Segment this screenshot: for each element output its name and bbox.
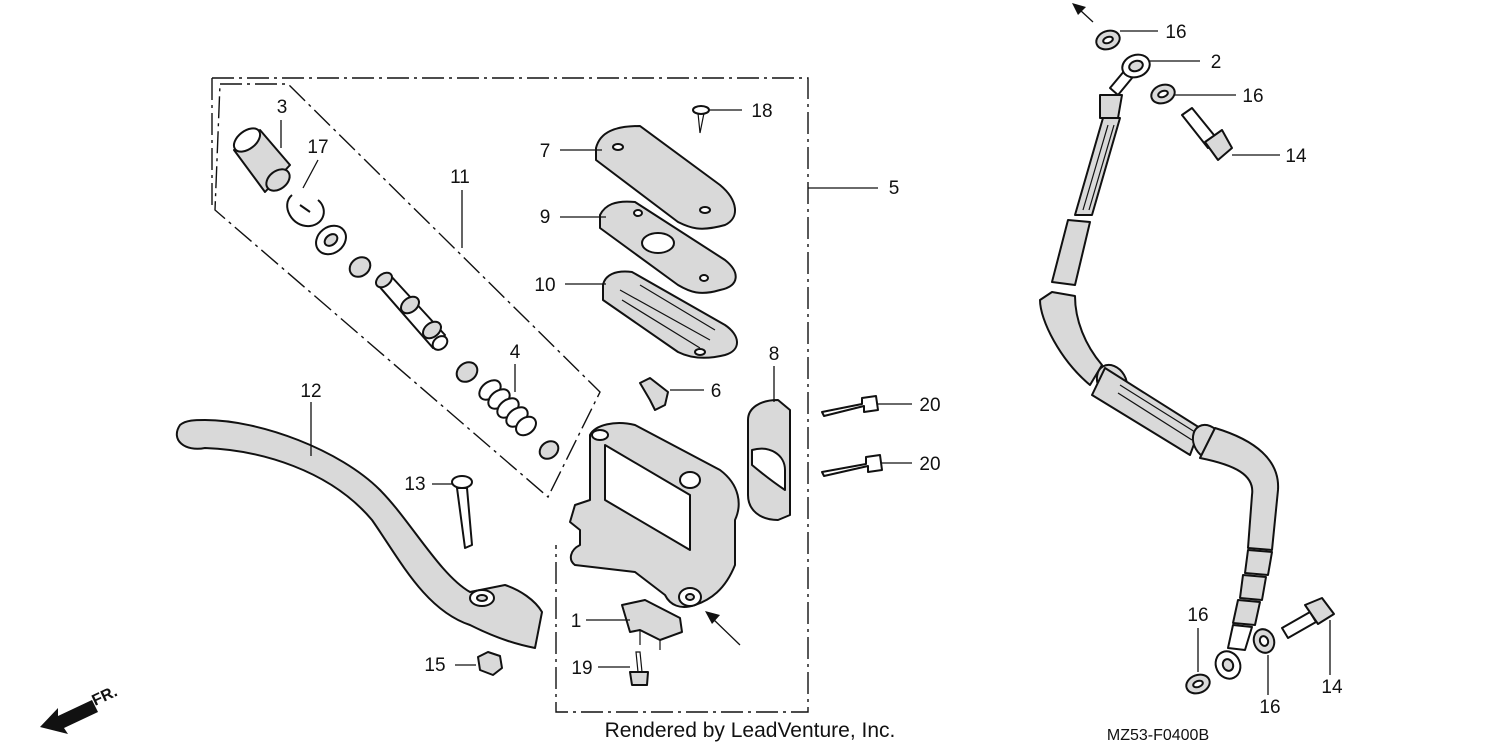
callout-16-lower-left: 16	[1187, 605, 1208, 626]
part-washer-lower-left	[1185, 673, 1211, 695]
callout-14-upper: 14	[1285, 146, 1307, 167]
part-cup-2	[455, 361, 479, 383]
callout-20-upper: 20	[919, 395, 940, 416]
callout-16-top: 16	[1165, 22, 1186, 43]
part-banjo-bolt-lower	[1281, 597, 1335, 639]
part-bolt-nut-2	[1121, 53, 1151, 79]
callout-10: 10	[534, 275, 555, 296]
part-pivot-bolt	[451, 475, 473, 549]
assembly-boundary	[211, 77, 809, 713]
part-clip	[639, 377, 669, 411]
part-end-cap	[538, 440, 560, 460]
part-plate	[599, 200, 737, 294]
part-diaphragm	[602, 270, 738, 359]
part-switch-screw	[629, 651, 649, 686]
part-washer-top	[1095, 29, 1121, 51]
callout-8: 8	[769, 344, 780, 365]
callout-4: 4	[510, 342, 521, 363]
part-screw	[692, 105, 710, 134]
callout-19: 19	[571, 658, 592, 679]
callout-20-lower: 20	[919, 454, 940, 475]
callout-16-upper-right: 16	[1242, 86, 1263, 107]
part-holder	[747, 399, 791, 521]
diagram-code: MZ53-F0400B	[1107, 727, 1209, 744]
callout-17: 17	[307, 137, 328, 158]
leader-lines	[280, 30, 1331, 695]
part-circlip	[286, 194, 325, 228]
install-arrow-top-icon	[1072, 3, 1094, 23]
part-nut	[477, 651, 503, 676]
part-brake-lever	[175, 419, 543, 649]
part-cup	[348, 256, 372, 278]
callout-3: 3	[277, 97, 288, 118]
part-banjo-bolt-upper	[1181, 107, 1233, 161]
front-arrow-icon	[40, 700, 98, 734]
callout-6: 6	[711, 381, 722, 402]
part-bolt-lower	[821, 454, 883, 477]
callout-14-lower: 14	[1321, 677, 1343, 698]
callout-11: 11	[450, 167, 470, 188]
part-boot	[232, 127, 291, 193]
part-spring	[478, 379, 537, 437]
callout-9: 9	[540, 207, 551, 228]
part-master-cylinder	[569, 422, 740, 608]
part-piston	[375, 271, 449, 351]
callout-18: 18	[751, 101, 772, 122]
callout-7: 7	[540, 141, 551, 162]
front-direction-indicator: FR.	[40, 683, 120, 734]
install-arrow-icon	[705, 611, 741, 646]
credit-text: Rendered by LeadVenture, Inc.	[605, 719, 896, 742]
part-washer-upper-right	[1150, 83, 1176, 105]
front-label: FR.	[90, 683, 121, 709]
part-bolt-upper	[821, 395, 879, 417]
part-washer-lower-right	[1252, 628, 1276, 654]
callout-16-lower-right: 16	[1259, 697, 1280, 718]
callout-5: 5	[889, 178, 900, 199]
callout-13: 13	[404, 474, 425, 495]
part-seal	[315, 224, 347, 256]
callout-15: 15	[424, 655, 445, 676]
callout-labels: 3 17 11 4 12 13 15 18 7 9 10 6 5 8 20 20…	[277, 22, 1343, 718]
part-brake-hose	[1039, 69, 1280, 680]
callout-2: 2	[1211, 52, 1222, 73]
callout-12: 12	[300, 381, 321, 402]
part-switch	[621, 599, 683, 650]
callout-1: 1	[571, 611, 582, 632]
part-reservoir-cap	[595, 125, 736, 230]
